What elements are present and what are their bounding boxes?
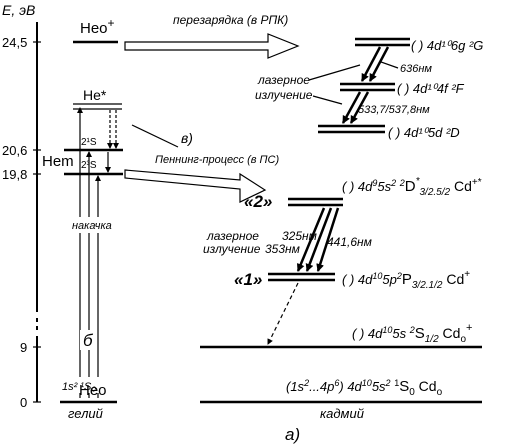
cd-level-F-label: ( ) 4d¹⁰4f ²F: [397, 81, 465, 96]
he-ground-label: Heo: [79, 382, 107, 399]
he-2-1S-label: 2¹S: [81, 137, 97, 148]
pump-label: накачка: [72, 220, 112, 232]
he-ground-label-bg: [62, 377, 112, 393]
cd-laser-arrow-441: [316, 207, 340, 272]
cd-ground-label: (1s2...4p6) 4d105s2 1S0 Cdo: [286, 378, 443, 398]
wl-353: 353нм: [265, 242, 300, 256]
wl-636-leader: [380, 61, 399, 69]
cd-laser-arrow-533-1: [341, 91, 362, 124]
helium-name: гелий: [68, 406, 103, 421]
wl-533: 533,7/537,8нм: [358, 104, 430, 116]
letter-v: в): [181, 130, 193, 146]
cadmium-name: кадмий: [320, 406, 364, 421]
cd-laser-arrow-636-1: [360, 46, 382, 82]
cd-level-D-label: ( ) 4d¹⁰5d ²D: [388, 125, 460, 140]
cd-decay-dashed-arrow: [267, 282, 299, 345]
he-excited-label: He*: [83, 87, 107, 103]
tick-label-20-6: 20,6: [2, 143, 27, 158]
pump-label-bg: [70, 217, 122, 233]
laser-mid-label-1: лазерное: [206, 229, 259, 243]
letter-b-bg: [80, 330, 96, 350]
figure-caption: а): [285, 425, 300, 444]
cd-level-1-marker: «1»: [234, 270, 262, 289]
cd-laser-arrow-636-2: [368, 46, 390, 82]
laser-top-leader-1: [308, 64, 361, 81]
tick-label-9: 9: [20, 340, 27, 355]
wl-325: 325нм: [282, 229, 317, 243]
penning-arrow: [124, 169, 267, 203]
penning-label: Пеннинг-процесс (в ПС): [155, 154, 279, 166]
wl-636: 636нм: [400, 63, 432, 75]
charge-exchange-arrow: [124, 33, 300, 59]
axis-label: E, эВ: [2, 2, 35, 18]
he-ion-label: Heo+: [80, 16, 115, 37]
laser-top-label-2: излучение: [255, 88, 313, 102]
cd-level-2-marker: «2»: [244, 192, 272, 211]
charge-exchange-label: перезарядка (в РПК): [173, 13, 288, 27]
cd-level-1-label: ( ) 4d105p2P3/2.1/2 Cd+: [342, 269, 470, 291]
laser-top-leader-2: [312, 95, 343, 105]
cd-laser-arrow-353: [305, 207, 333, 272]
cd-level-G-label: ( ) 4d¹⁰6g ²G: [411, 38, 483, 53]
tick-label-0: 0: [20, 395, 27, 410]
cd-laser-arrow-533-2: [349, 91, 370, 124]
tick-label-24-5: 24,5: [2, 35, 27, 50]
wl-441: 441,6нм: [327, 235, 372, 249]
penning-line: [131, 124, 179, 148]
cd-level-2-label: ( ) 4d95s2 2D*3/2.5/2 Cd+*: [342, 176, 482, 198]
he-ground-config: 1s² ¹S₀: [62, 381, 96, 393]
cd-laser-arrow-325: [296, 207, 326, 272]
tick-label-19-8: 19,8: [2, 167, 27, 182]
letter-b: б: [83, 331, 94, 350]
laser-top-label-1: лазерное: [257, 73, 310, 87]
he-metastable-label: Hem: [42, 153, 74, 170]
laser-mid-label-2: излучение: [203, 242, 261, 256]
cd-ion-ground-label: ( ) 4d105s 2S1/2 Cdo+: [352, 322, 472, 345]
